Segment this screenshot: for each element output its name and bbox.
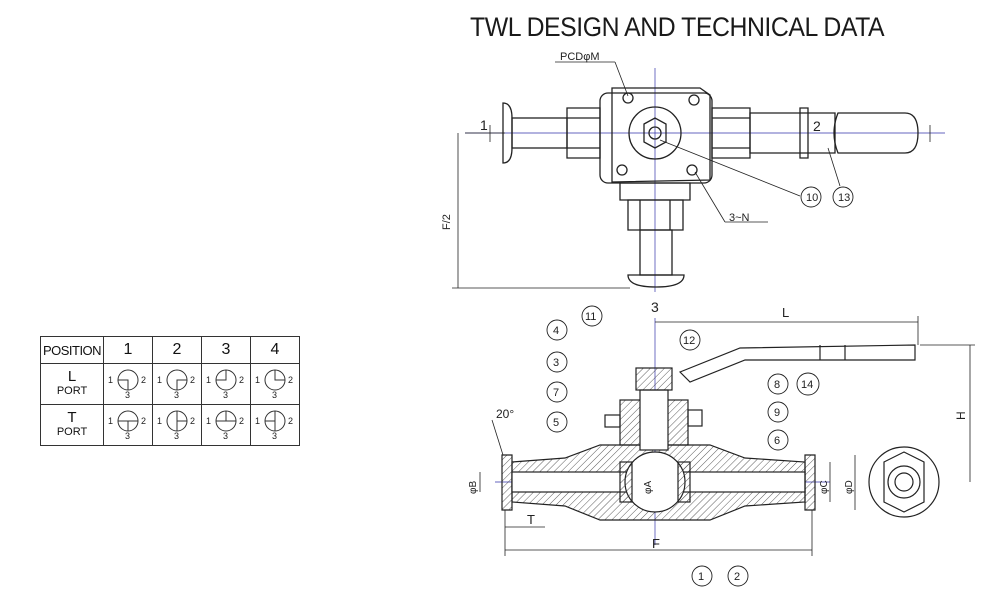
callout-12: 12 xyxy=(683,335,695,347)
callout-6: 6 xyxy=(774,435,780,447)
position-table: POSITION 1 2 3 4 L PORT 1 2 3 1 2 3 xyxy=(40,336,300,446)
l3-port-left: 1 xyxy=(206,375,211,385)
l3-port-bottom: 3 xyxy=(223,390,228,399)
page-title: TWL DESIGN AND TECHNICAL DATA xyxy=(470,12,885,42)
callout-11: 11 xyxy=(585,311,596,323)
t1-port-right: 2 xyxy=(141,416,146,426)
row-label-t: T PORT xyxy=(40,404,104,446)
t-port-position-1: 1 2 3 xyxy=(103,404,153,446)
l-port-position-4: 1 2 3 xyxy=(250,363,300,405)
callout-3: 3 xyxy=(553,357,559,369)
callout-5: 5 xyxy=(553,417,559,429)
l1-port-bottom: 3 xyxy=(125,390,130,399)
dim-h: H xyxy=(954,411,968,420)
l3-port-right: 2 xyxy=(239,375,244,385)
callout-7: 7 xyxy=(553,387,559,399)
t3-port-bottom: 3 xyxy=(223,431,228,440)
dim-t: T xyxy=(527,512,535,527)
table-header-position: POSITION xyxy=(40,336,104,364)
dia-d: φD xyxy=(844,480,855,494)
t-port-position-4: 1 2 3 xyxy=(250,404,300,446)
t3-port-left: 1 xyxy=(206,416,211,426)
t3-port-right: 2 xyxy=(239,416,244,426)
row-label-l: L PORT xyxy=(40,363,104,405)
table-header-2: 2 xyxy=(152,336,202,364)
l2-port-right: 2 xyxy=(190,375,195,385)
table-header-1: 1 xyxy=(103,336,153,364)
port-2-label: 2 xyxy=(813,118,821,134)
t2-port-left: 1 xyxy=(157,416,162,426)
angle-label: 20° xyxy=(496,407,514,421)
t-port-position-2: 1 2 3 xyxy=(152,404,202,446)
t4-port-left: 1 xyxy=(255,416,260,426)
row-port-t: PORT xyxy=(56,426,88,438)
t-port-position-3: 1 2 3 xyxy=(201,404,251,446)
l2-port-bottom: 3 xyxy=(174,390,179,399)
t4-port-right: 2 xyxy=(288,416,293,426)
l4-port-right: 2 xyxy=(288,375,293,385)
callout-8: 8 xyxy=(774,379,780,391)
table-header-3: 3 xyxy=(201,336,251,364)
l4-port-bottom: 3 xyxy=(272,390,277,399)
callout-14: 14 xyxy=(801,379,813,391)
port-3-label: 3 xyxy=(651,299,659,315)
callout-13: 13 xyxy=(838,192,850,204)
l-port-position-1: 1 2 3 xyxy=(103,363,153,405)
section-view xyxy=(479,305,975,587)
l2-port-left: 1 xyxy=(157,375,162,385)
callout-4: 4 xyxy=(553,325,559,337)
row-type-l: L xyxy=(67,368,77,385)
dim-l: L xyxy=(782,305,789,320)
port-1-label: 1 xyxy=(480,117,488,133)
t1-port-left: 1 xyxy=(108,416,113,426)
t2-port-right: 2 xyxy=(190,416,195,426)
l4-port-left: 1 xyxy=(255,375,260,385)
table-header-4: 4 xyxy=(250,336,300,364)
bolt-count-label: 3~N xyxy=(729,212,750,224)
l1-port-left: 1 xyxy=(108,375,113,385)
l-port-position-2: 1 2 3 xyxy=(152,363,202,405)
l1-port-right: 2 xyxy=(141,375,146,385)
callout-2: 2 xyxy=(734,571,740,583)
top-view xyxy=(452,61,945,292)
callout-1: 1 xyxy=(698,571,704,583)
dia-c: φC xyxy=(819,480,830,494)
callout-9: 9 xyxy=(774,407,780,419)
row-port-l: PORT xyxy=(56,385,88,397)
callout-10: 10 xyxy=(806,192,818,204)
dia-b: φB xyxy=(468,481,479,494)
row-type-t: T xyxy=(67,409,77,426)
dim-f: F xyxy=(652,536,660,551)
t2-port-bottom: 3 xyxy=(174,431,179,440)
dim-f-half: F/2 xyxy=(441,214,453,230)
t4-port-bottom: 3 xyxy=(272,431,277,440)
dia-a: φA xyxy=(643,481,654,494)
t1-port-bottom: 3 xyxy=(125,431,130,440)
l-port-position-3: 1 2 3 xyxy=(201,363,251,405)
pcd-label: PCDφM xyxy=(560,51,600,63)
